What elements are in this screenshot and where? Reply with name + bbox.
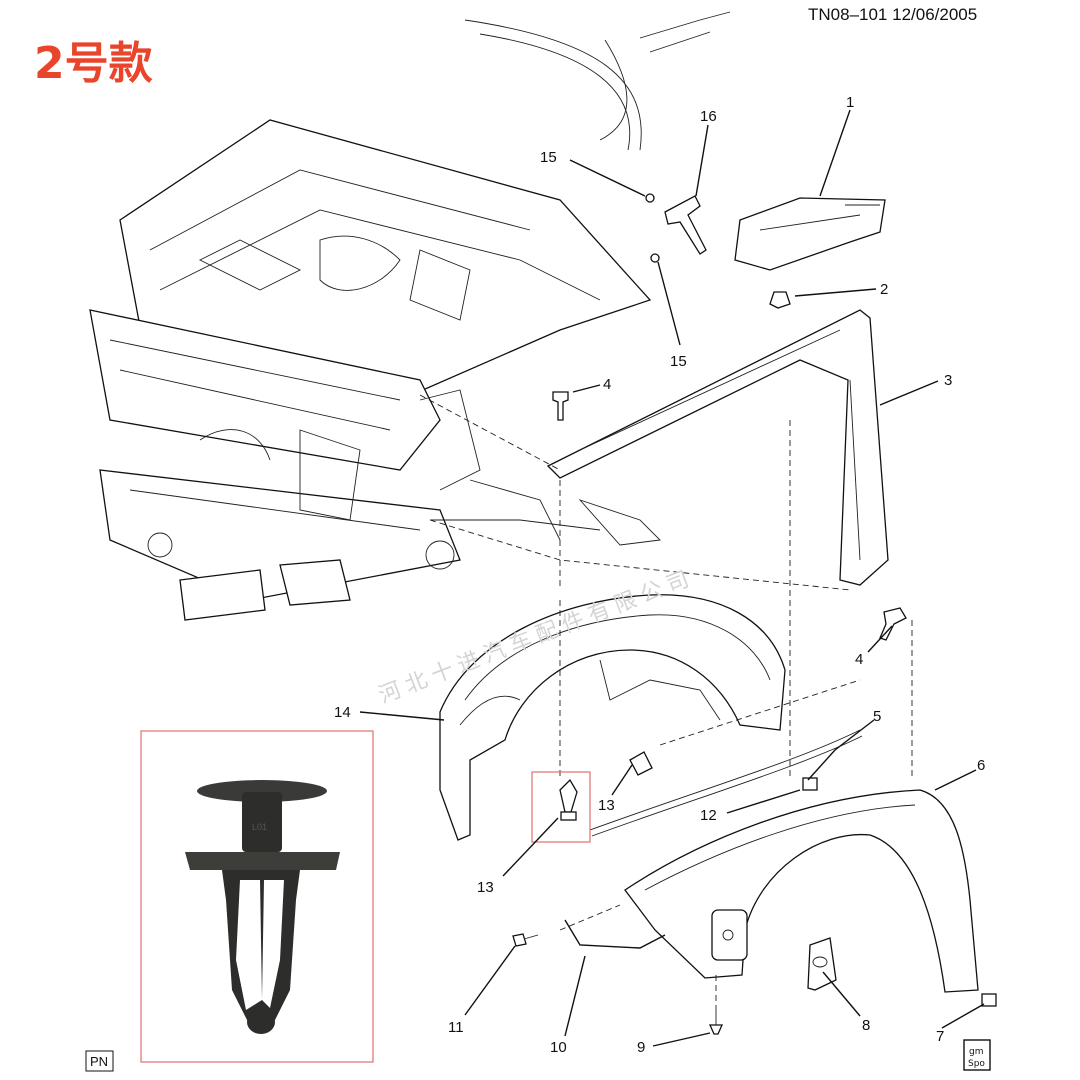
callout-14: 14 <box>334 704 351 721</box>
part-13-push-pin-highlighted <box>559 778 578 821</box>
callout-5: 5 <box>873 708 881 725</box>
part-15-screw-lower <box>650 253 660 263</box>
callout-12: 12 <box>700 807 717 824</box>
part-15-screw-upper <box>645 193 655 203</box>
part-1-cover <box>734 197 886 271</box>
part-7-clip <box>981 993 997 1007</box>
pn-label: PN <box>90 1054 108 1069</box>
part-3-upper-rail <box>546 309 889 586</box>
callout-4-upper: 4 <box>603 376 611 393</box>
callout-16: 16 <box>700 108 717 125</box>
pn-box <box>85 1050 114 1072</box>
callout-4-lower: 4 <box>855 651 863 668</box>
part-6-fender <box>624 789 979 993</box>
callout-15-upper: 15 <box>540 149 557 166</box>
callout-7: 7 <box>936 1028 944 1045</box>
callout-13-upper: 13 <box>598 797 615 814</box>
gm-logo-bottom: Spo <box>968 1059 985 1069</box>
part-13-push-pin-upper <box>629 751 653 776</box>
callout-13-lower: 13 <box>477 879 494 896</box>
callout-11: 11 <box>448 1019 464 1036</box>
assembly-guide-lines <box>419 394 913 1010</box>
callout-1: 1 <box>846 94 854 111</box>
inset-clip-photo: L01 <box>140 730 374 1063</box>
callout-2: 2 <box>880 281 888 298</box>
inset-part-mark: L01 <box>252 822 267 832</box>
part-16-bracket <box>664 195 707 255</box>
callout-10: 10 <box>550 1039 567 1056</box>
callout-9: 9 <box>637 1039 645 1056</box>
part-2-clip <box>769 291 791 309</box>
part-4-bolt-upper <box>552 391 569 421</box>
gm-logo <box>963 1039 991 1071</box>
highlight-box <box>531 771 591 843</box>
drawing-reference: TN08–101 12/06/2005 <box>808 5 977 24</box>
callout-numbers: 1 2 3 4 4 5 6 7 8 9 10 11 12 13 13 14 15… <box>334 94 985 1056</box>
callout-leaders <box>359 109 985 1047</box>
part-12-clip <box>802 777 818 791</box>
callout-6: 6 <box>977 757 985 774</box>
model-badge: 2号款 <box>34 38 153 89</box>
part-10-support-rod <box>564 919 666 949</box>
vehicle-front-structure <box>89 119 661 621</box>
part-11-bolt <box>512 933 539 947</box>
part-8-fuel-door-cover <box>807 937 837 991</box>
callout-3: 3 <box>944 372 952 389</box>
part-9-push-pin <box>708 1010 724 1035</box>
callout-15-lower: 15 <box>670 353 687 370</box>
gm-logo-top: gm <box>969 1047 983 1057</box>
callout-8: 8 <box>862 1017 870 1034</box>
windshield-outline <box>464 11 731 151</box>
